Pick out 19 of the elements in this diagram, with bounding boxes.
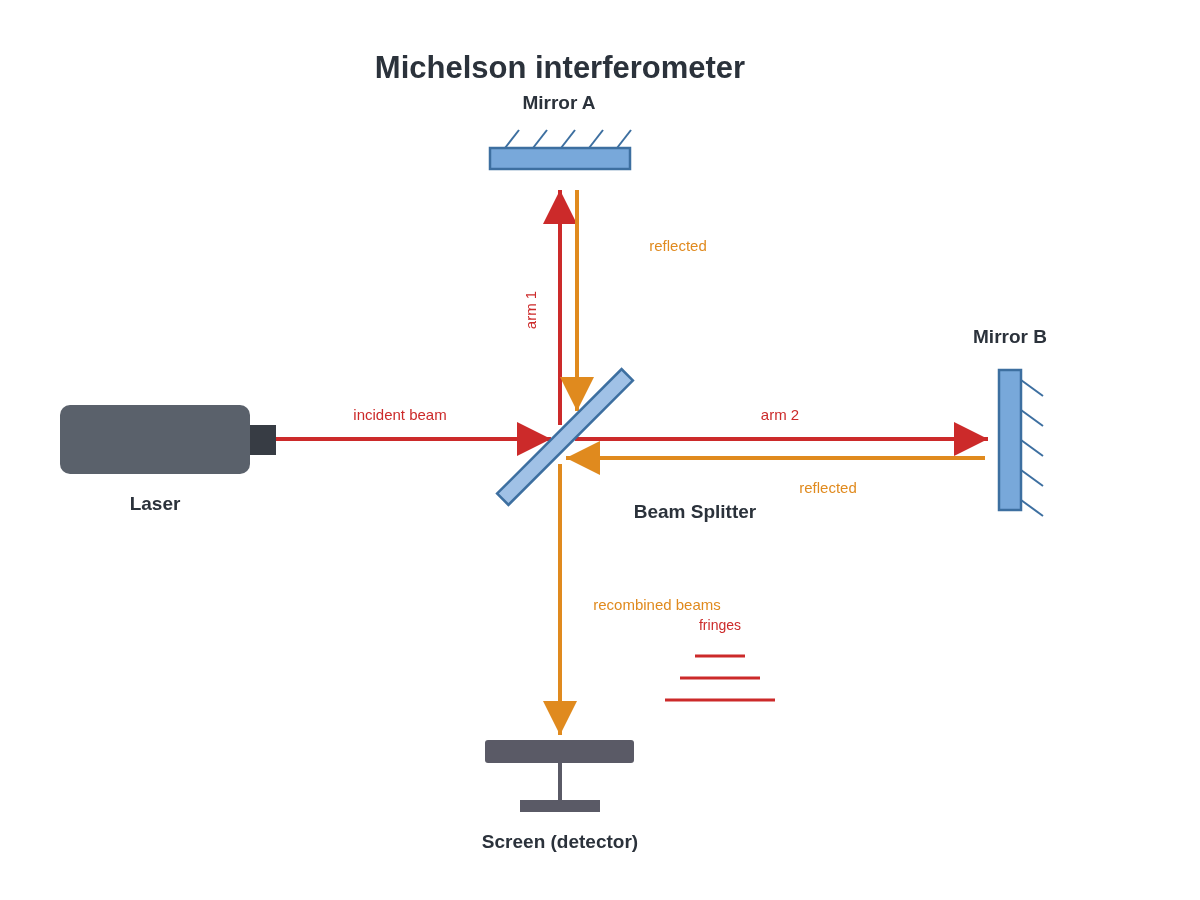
light-beam-arrow (575, 422, 988, 456)
light-beam-arrow (560, 190, 594, 411)
component-label: Mirror A (522, 92, 596, 114)
diagram-title: Michelson interferometer (374, 50, 746, 86)
light-beam-arrow (543, 190, 577, 425)
fringes-label: fringes (699, 617, 741, 633)
component-label: Mirror B (973, 326, 1047, 348)
component-label: Screen (detector) (481, 831, 639, 853)
light-beam-arrow (276, 422, 551, 456)
beam-label: reflected (649, 236, 707, 254)
beam-label: incident beam (353, 405, 447, 423)
component-label: Beam Splitter (633, 501, 757, 523)
beam-label: arm 2 (760, 405, 800, 423)
beam-label: reflected (799, 478, 857, 496)
beam-label: recombined beams (593, 595, 721, 613)
light-beam-arrow (566, 441, 985, 475)
component-label: Laser (129, 493, 181, 515)
light-beam-arrow (543, 464, 577, 735)
beam-label: arm 1 (521, 290, 539, 330)
